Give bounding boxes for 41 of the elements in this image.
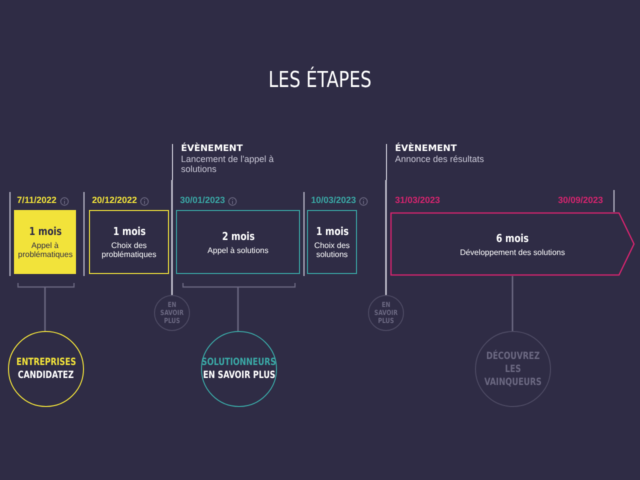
phase-text: Appel à solutions	[208, 246, 268, 254]
phase-box	[176, 210, 300, 274]
date-label: 10/03/2023	[311, 195, 356, 205]
duration-text: 6 mois	[496, 232, 529, 244]
connector-line	[171, 180, 173, 295]
button-text: CANDIDATEZ	[18, 369, 74, 382]
button-text: SOLUTIONNEURS	[202, 356, 276, 369]
connector-line	[512, 276, 514, 331]
circle-button	[475, 331, 551, 407]
date-label: 20/12/2022	[92, 195, 138, 205]
small-circle-button	[368, 295, 404, 331]
phase-text: Choix des solutions	[313, 241, 351, 259]
date-label: 30/01/2023	[180, 195, 226, 205]
button-text: DÉCOUVREZ LES VAINQUEURS	[483, 350, 543, 388]
connector-line	[44, 287, 46, 331]
phase-text: Développement des solutions	[460, 248, 565, 256]
duration-text: 2 mois	[222, 230, 254, 242]
date-label: 7/11/2022	[17, 195, 57, 205]
phase-box	[307, 210, 357, 274]
title-text: LES ÉTAPES	[267, 68, 373, 93]
date-label: 31/03/2023	[395, 195, 440, 205]
event-text: Lancement de l'appel à solutions	[181, 154, 275, 174]
phase-box	[14, 210, 76, 274]
connector-line	[237, 287, 239, 331]
duration-text: 1 mois	[28, 225, 62, 238]
button-text: ENTREPRISES	[16, 356, 76, 369]
event-heading: ÉVÈNEMENT	[395, 144, 458, 154]
circle-button	[8, 331, 84, 407]
duration-text: 1 mois	[112, 225, 146, 238]
phase-box	[89, 210, 169, 274]
circle-button	[201, 331, 277, 407]
phase-arrow	[390, 212, 635, 276]
date-label: 30/09/2023	[558, 195, 604, 205]
phase-text: Choix des problématiques	[100, 241, 158, 259]
phase-text: Appel à problématiques	[18, 241, 72, 259]
event-text: Annonce des résultats	[395, 154, 486, 164]
small-circle-button	[154, 295, 190, 331]
duration-text: 1 mois	[316, 225, 348, 238]
button-text: EN SAVOIR PLUS	[202, 369, 276, 382]
event-heading: ÉVÈNEMENT	[181, 144, 244, 154]
connector-line	[385, 180, 387, 295]
